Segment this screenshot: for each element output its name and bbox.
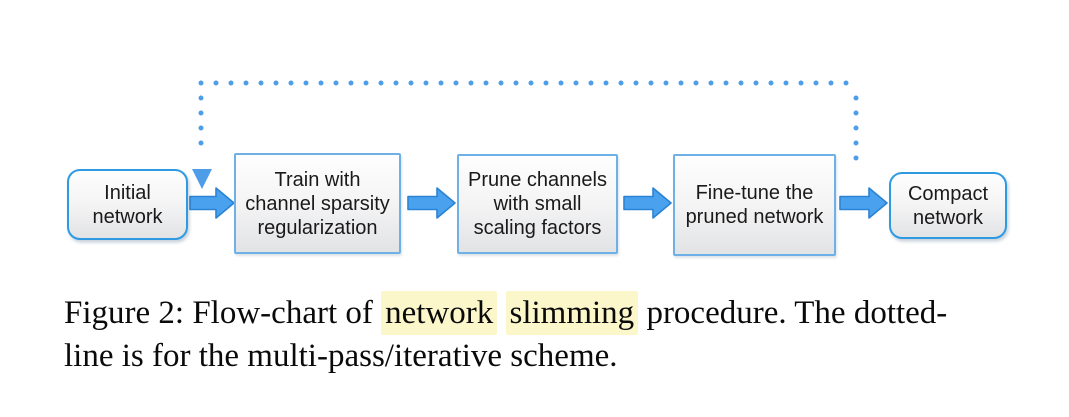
caption-text: Figure 2: Flow-chart of (64, 295, 382, 331)
flow-step-train-sparsity: Train with channel sparsity regularizati… (234, 153, 401, 254)
flow-arrow-4-icon (839, 187, 888, 219)
caption-text (497, 295, 505, 331)
flow-step-label: Train with channel sparsity regularizati… (245, 168, 390, 239)
caption-line1: Figure 2: Flow-chart of network slimming… (64, 291, 1024, 335)
flow-step-fine-tune: Fine-tune the pruned network (673, 154, 836, 256)
figure-caption: Figure 2: Flow-chart of network slimming… (64, 291, 1024, 378)
flow-step-label: Initial network (92, 181, 163, 228)
flow-connectors (189, 80, 888, 219)
caption-highlight-network: network (381, 291, 498, 335)
flow-step-label: Fine-tune the pruned network (685, 182, 824, 228)
flow-arrow-3-icon (623, 187, 672, 219)
flow-arrow-2-icon (407, 187, 456, 219)
flow-step-prune-channels: Prune channels with small scaling factor… (457, 154, 618, 254)
flow-arrow-1-icon (189, 187, 235, 219)
flow-step-initial-network: Initial network (67, 169, 188, 240)
feedback-arrowhead-icon (192, 169, 212, 189)
caption-line2: line is for the multi-pass/iterative sch… (64, 338, 618, 374)
flow-step-label: Compact network (907, 182, 989, 229)
flow-step-compact-network: Compact network (889, 172, 1007, 239)
caption-highlight-slimming: slimming (505, 291, 639, 335)
flow-step-label: Prune channels with small scaling factor… (468, 169, 607, 239)
caption-text: procedure. The dotted- (638, 295, 948, 331)
